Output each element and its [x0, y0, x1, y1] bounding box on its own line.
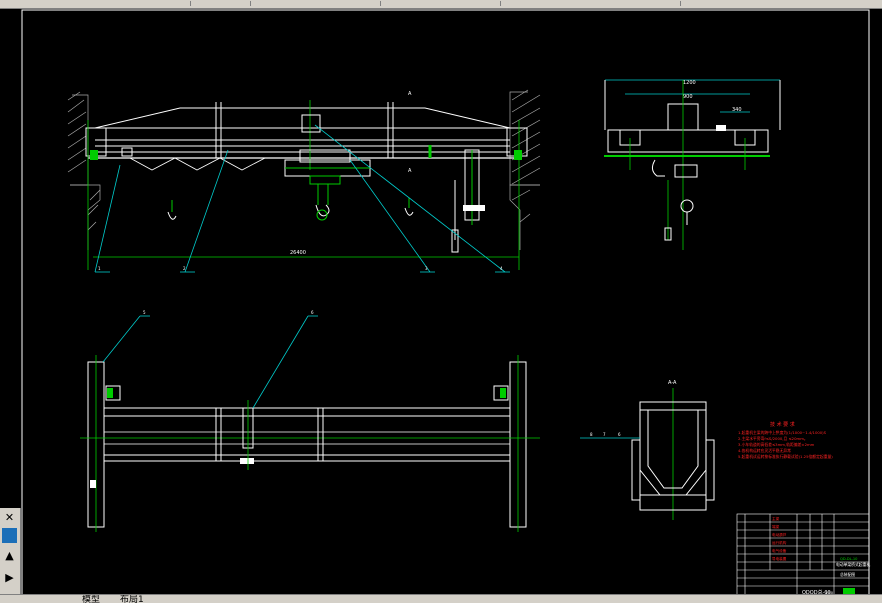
- tab-model[interactable]: 模型: [82, 595, 101, 603]
- svg-text:7: 7: [603, 432, 606, 437]
- svg-text:5: 5: [143, 310, 146, 315]
- notes-line: 3.小车轨道的高低差≤3mm,轨距偏差±2mm: [738, 442, 815, 447]
- title-block-text: 主梁 端梁 电动葫芦 运行机构 电气设备 导电装置 电动单梁桥式起重机 总装配图…: [772, 516, 870, 596]
- plan-view: [80, 315, 540, 532]
- notes-line: 1.起重机主梁的跨中上拱度为(1/1000~1.4/1000)S: [738, 430, 827, 435]
- title-block: [736, 513, 870, 598]
- toolbar-segment: [500, 1, 681, 6]
- up-icon[interactable]: ▲: [2, 548, 17, 563]
- nav-icon[interactable]: ▶: [2, 570, 17, 585]
- tb-name: 电动单梁桥式起重机: [836, 562, 870, 567]
- layout-tabs-bar: 模型 布局1: [0, 594, 882, 603]
- notes-title: 技 术 要 求: [770, 421, 795, 428]
- svg-text:8: 8: [590, 432, 593, 437]
- tb-subtitle: 总装配图: [840, 572, 855, 577]
- dim-side-inner: 900: [683, 94, 693, 100]
- notes-line: 5.起重机试运转按标准执行静载试验(1.25倍额定起重量): [738, 454, 833, 459]
- svg-text:4: 4: [500, 266, 503, 271]
- drawing-frame: [21, 9, 870, 598]
- tb-row: 端梁: [772, 524, 780, 529]
- toolbar-strip: [0, 0, 882, 9]
- section-mark-top: A: [408, 91, 412, 97]
- notes-line: 4.各机构运转应灵活平稳无异常: [738, 448, 791, 453]
- properties-icon[interactable]: [2, 528, 17, 543]
- dim-side-small: 340: [732, 107, 742, 113]
- tb-code: QDQD总-00: [802, 589, 831, 596]
- section-title: A-A: [668, 380, 677, 386]
- svg-text:2: 2: [183, 266, 186, 271]
- right-wall: [509, 89, 541, 250]
- toolbar-segment: [380, 1, 501, 6]
- tb-row: 电动葫芦: [772, 532, 787, 537]
- section-mark-bottom: A: [408, 168, 412, 174]
- tab-layout1[interactable]: 布局1: [120, 595, 144, 603]
- tb-row: 主梁: [772, 516, 780, 521]
- side-view: 1200 900 340: [604, 79, 781, 250]
- toolbar-segment: [190, 1, 251, 6]
- close-icon[interactable]: ✕: [2, 510, 17, 525]
- technical-notes: 技 术 要 求 1.起重机主梁的跨中上拱度为(1/1000~1.4/1000)S…: [738, 421, 833, 459]
- dim-span-label: 26400: [290, 250, 306, 256]
- notes-line: 2.主梁水平旁弯f≤S/2000,且 ≤20mm。: [738, 436, 808, 441]
- toolbar-segment: [40, 1, 191, 6]
- svg-text:1: 1: [98, 266, 101, 271]
- svg-text:3: 3: [425, 266, 428, 271]
- section-view: A-A: [580, 380, 715, 520]
- svg-text:6: 6: [311, 310, 314, 315]
- dim-side-width: 1200: [683, 80, 696, 86]
- tb-scale: 1:50: [825, 591, 834, 595]
- leader-numbers: 1 2 3 4 5 6 8 7 6: [98, 266, 621, 437]
- tb-stamp: [843, 588, 855, 594]
- svg-text:6: 6: [618, 432, 621, 437]
- toolbar-segment: [250, 1, 381, 6]
- floating-toolbar: ✕ ▲ ▶: [0, 508, 21, 594]
- tb-row: 导电装置: [772, 556, 787, 561]
- tb-row: 电气设备: [772, 548, 787, 553]
- left-wall: [67, 91, 101, 250]
- front-elevation: 26400 A A: [67, 89, 541, 273]
- tb-drawing-no: QD-DL-10: [840, 557, 858, 561]
- tb-row: 运行机构: [772, 540, 787, 545]
